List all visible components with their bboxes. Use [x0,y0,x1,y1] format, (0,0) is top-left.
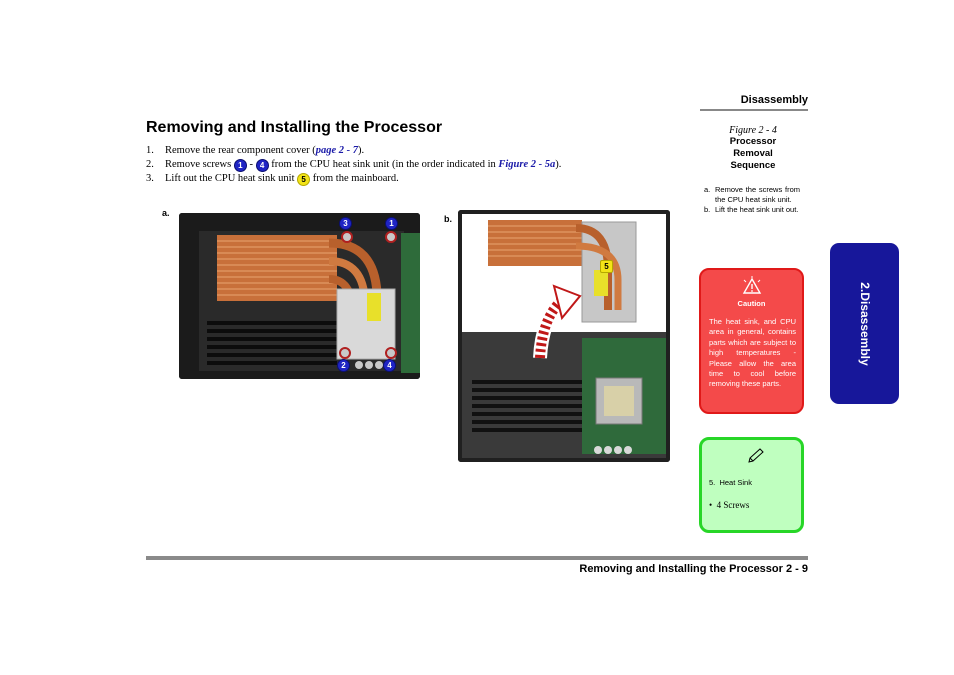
screw-badge-4: 4 [383,359,396,372]
photo-heatsink-screws: 3 1 2 4 [179,213,420,379]
step-1: 1. Remove the rear component cover (page… [146,145,365,156]
figure-number: Figure 2 - 4 [729,125,777,136]
footer-rule [146,556,808,560]
screw-badge-1: 1 [385,217,398,230]
caution-box: Caution The heat sink, and CPU area in g… [699,268,804,414]
screw-badge-start: 1 [233,158,247,172]
procedure-steps: 1. Remove the rear component cover (page… [146,144,666,186]
chapter-tab[interactable]: 2.Disassembly [830,243,899,404]
photo-a-label: a. [162,208,170,218]
photo-b-label: b. [444,214,452,224]
heatsink-callout: 5 [600,260,613,273]
note-box: 5. Heat Sink • 4 Screws [699,437,804,533]
heatsink-badge: 5 [297,172,311,186]
running-header: Disassembly [740,94,808,106]
caution-icon [742,276,762,294]
figure-caption: Figure 2 - 4 Processor Removal Sequence [700,125,806,172]
figure-note-b: b. Lift the heat sink unit out. [704,205,799,215]
figure-notes: a. Remove the screws from the CPU heat s… [704,185,800,216]
chapter-tab-label: 2.Disassembly [857,281,872,366]
photo-heatsink-lift: 5 [458,210,670,462]
screw-badge-end: 4 [255,158,269,172]
note-bullet: • 4 Screws [709,500,750,510]
figure-link[interactable]: Figure 2 - 5a [498,158,556,170]
figure-note-a: a. Remove the screws from the CPU heat s… [704,185,800,205]
screw-badge-3: 3 [339,217,352,230]
figure-title-line: Processor [729,136,777,147]
caution-title: Caution [737,299,766,308]
step-2: 2. Remove screws 1 - 4 from the CPU heat… [146,158,562,172]
header-rule [700,109,808,111]
page-link[interactable]: page 2 - 7 [315,145,359,156]
page-title: Removing and Installing the Processor [146,119,443,136]
screw-badge-2: 2 [337,359,350,372]
note-item: 5. Heat Sink [709,478,752,487]
figure-title-line: Sequence [730,160,776,171]
pencil-icon [748,448,764,463]
footer-text: Removing and Installing the Processor 2 … [579,563,808,575]
caution-text: The heat sink, and CPU area in general, … [709,317,796,389]
step-3: 3. Lift out the CPU heat sink unit 5 fro… [146,172,399,186]
figure-title-line: Removal [733,148,773,159]
